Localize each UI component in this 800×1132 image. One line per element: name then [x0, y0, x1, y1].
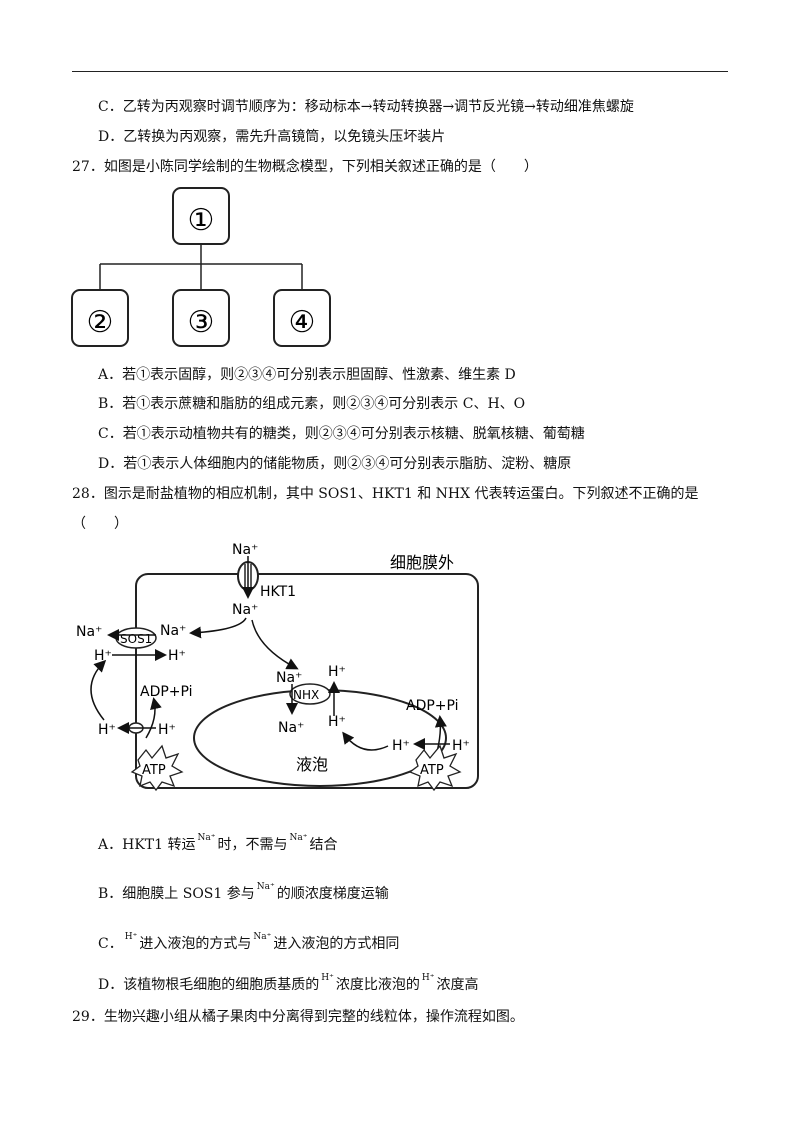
q26-option-d: D．乙转换为丙观察，需先升高镜筒，以免镜头压坏装片 [98, 129, 446, 145]
q28-stem-paren: （ ） [72, 516, 128, 532]
nhx-label: NHX [293, 688, 319, 702]
hkt1-na-inside: Na⁺ [232, 602, 258, 618]
atp-right: ATP [420, 763, 444, 778]
q28-a-sup-2: Na⁺ [289, 833, 308, 843]
sos1-h-outside: H⁺ [94, 648, 112, 664]
cell-membrane [135, 573, 479, 789]
q28-c-text-2: 进入液泡的方式与 [139, 936, 252, 952]
q27-box-child-3 [273, 289, 331, 347]
atp-burst-left [130, 744, 184, 792]
q27-box-child-1 [71, 289, 129, 347]
q28-transport-diagram: 细胞膜外 Na⁺ HKT1 Na⁺ SOS1 Na⁺ Na⁺ H⁺ H⁺ H⁺ … [76, 542, 479, 792]
q27-concept-diagram: ① ② ③ ④ [71, 187, 331, 347]
q27-box-child-2 [172, 289, 230, 347]
hkt1-label: HKT1 [260, 584, 296, 600]
nhx-h-vacuole: H⁺ [328, 714, 346, 730]
sos1-h-inside: H⁺ [168, 648, 186, 664]
pump-h-inside: H⁺ [158, 722, 176, 738]
vpump-h-vacuole: H⁺ [392, 738, 410, 754]
q27-box-child-1-label: ② [87, 305, 114, 340]
q28-b-sup: Na⁺ [256, 882, 275, 892]
q28-a-text-1: A．HKT1 转运 [98, 837, 196, 853]
q28-b-text-2: 的顺浓度梯度运输 [276, 886, 389, 902]
q28-a-text-2: 时，不需与 [217, 837, 288, 853]
q26-option-c: C．乙转为丙观察时调节顺序为：移动标本→转动转换器→调节反光镜→转动细准焦螺旋 [98, 99, 634, 115]
q27-stem: 27．如图是小陈同学绘制的生物概念模型，下列相关叙述正确的是（ ） [72, 159, 538, 175]
q28-c-sup-1: H⁺ [124, 932, 138, 942]
vpump-h-cytosol: H⁺ [452, 738, 470, 754]
sos1-na-outside: Na⁺ [76, 624, 102, 640]
q28-c-sup-2: Na⁺ [253, 932, 272, 942]
q27-option-a: A．若①表示固醇，则②③④可分别表示胆固醇、性激素、维生素 D [98, 367, 516, 383]
q28-c-text-1: C． [98, 936, 123, 952]
q29-stem: 29．生物兴趣小组从橘子果肉中分离得到完整的线粒体，操作流程如图。 [72, 1009, 524, 1025]
pump-h-outside: H⁺ [98, 722, 116, 738]
nhx-na-cytosol: Na⁺ [276, 670, 302, 686]
nhx-h-cytosol: H⁺ [328, 664, 346, 680]
sos1-na-inside: Na⁺ [160, 623, 186, 639]
q27-box-top-label: ① [188, 203, 215, 238]
q28-a-text-3: 结合 [309, 837, 338, 853]
pump-adp: ADP+Pi [140, 684, 193, 700]
nhx-na-vacuole: Na⁺ [278, 720, 304, 736]
q27-option-d: D．若①表示人体细胞内的储能物质，则②③④可分别表示脂肪、淀粉、糖原 [98, 456, 572, 472]
atp-left: ATP [142, 763, 166, 778]
q28-d-text-2: 浓度比液泡的 [335, 977, 420, 993]
q28-c-text-3: 进入液泡的方式相同 [273, 936, 400, 952]
q27-option-c: C．若①表示动植物共有的糖类，则②③④可分别表示核糖、脱氧核糖、葡萄糖 [98, 426, 585, 442]
q27-box-child-2-label: ③ [188, 305, 215, 340]
sos1-label: SOS1 [120, 632, 152, 646]
q28-stem: 28．图示是耐盐植物的相应机制，其中 SOS1、HKT1 和 NHX 代表转运蛋… [72, 486, 699, 502]
q28-a-sup-1: Na⁺ [197, 833, 216, 843]
q28-b-text-1: B．细胞膜上 SOS1 参与 [98, 886, 255, 902]
outside-label: 细胞膜外 [390, 553, 454, 572]
q27-box-child-3-label: ④ [289, 305, 316, 340]
q28-d-text-3: 浓度高 [436, 977, 479, 993]
q28-d-text-1: D．该植物根毛细胞的细胞质基质的 [98, 977, 320, 993]
hkt1-na-outside: Na⁺ [232, 542, 258, 558]
vpump-adp: ADP+Pi [406, 698, 459, 714]
header-rule [72, 71, 728, 72]
q27-option-b: B．若①表示蔗糖和脂肪的组成元素，则②③④可分别表示 C、H、O [98, 396, 526, 412]
atp-burst-right [408, 744, 462, 792]
q28-d-sup-1: H⁺ [321, 973, 334, 983]
nhx-transporter [289, 683, 331, 705]
vacuole-label: 液泡 [296, 755, 328, 774]
q28-d-sup-2: H⁺ [421, 973, 435, 983]
